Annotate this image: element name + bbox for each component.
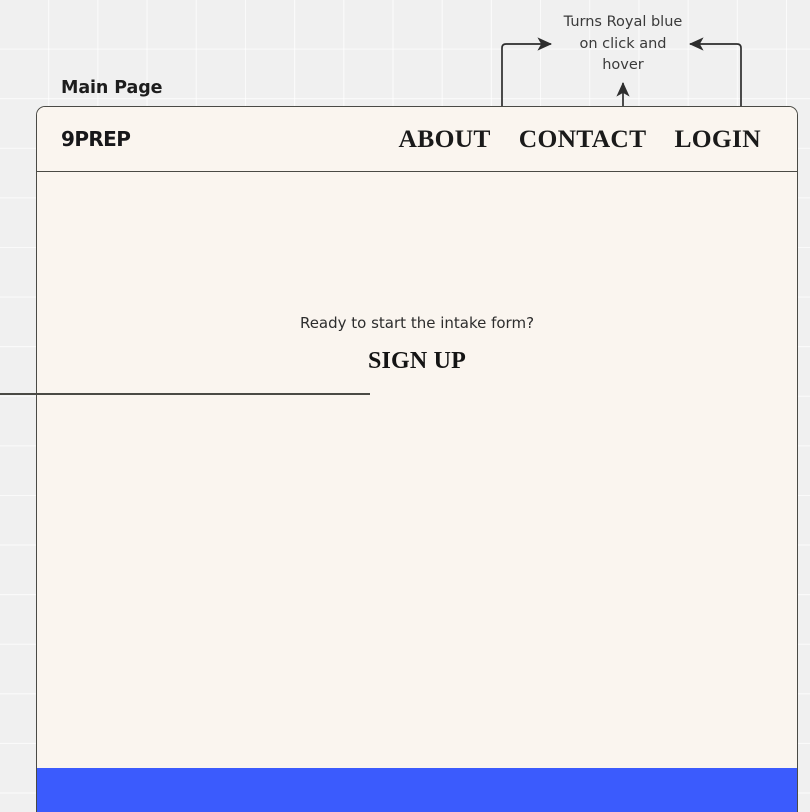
nav-link-login[interactable]: LOGIN [674,124,761,153]
navbar: 9PREP ABOUT CONTACT LOGIN [37,107,797,172]
cta-block: Ready to start the intake form? SIGN UP [37,313,797,375]
nav-link-about[interactable]: ABOUT [398,124,491,153]
site-mockup-card: 9PREP ABOUT CONTACT LOGIN Ready to start… [36,106,798,812]
hero-section: Ready to start the intake form? SIGN UP [37,172,797,768]
nav-link-contact[interactable]: CONTACT [518,124,647,153]
nav-links: ABOUT CONTACT LOGIN [385,124,797,154]
cta-subtitle: Ready to start the intake form? [299,314,535,332]
sign-up-button[interactable]: SIGN UP [367,348,467,374]
page-title: Main Page [61,78,163,98]
footer-accent-band [37,768,797,812]
arrow-about [501,37,553,106]
annotation-note: Turns Royal blue on click and hover [563,14,683,73]
brand-logo[interactable]: 9PREP [61,127,131,151]
arrow-login [688,37,742,106]
signup-connector-line [0,393,370,395]
